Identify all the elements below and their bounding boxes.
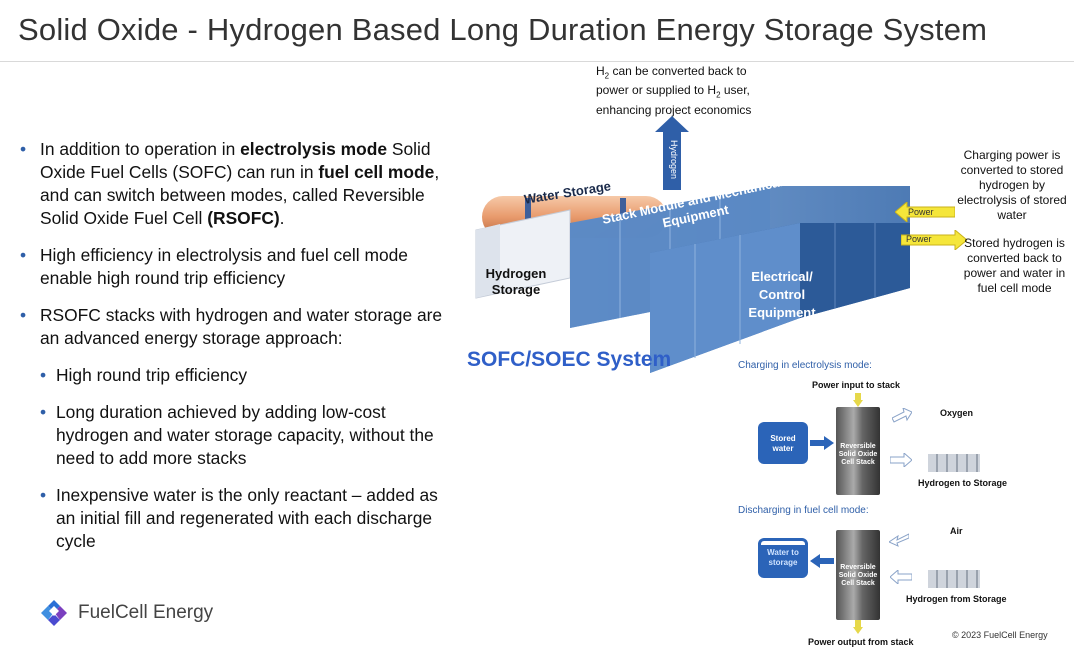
sub-bullet-1: High round trip efficiency	[20, 364, 460, 387]
power-arrow-right-icon	[901, 230, 967, 250]
air-label: Air	[950, 526, 963, 536]
bullet-1-text-b: Solid Oxide Fuel Cells (SOFC) can run in	[40, 139, 431, 182]
hydrogen-in-arrow-icon	[890, 570, 912, 584]
stored-water-box	[758, 422, 808, 464]
water-to-stack-arrow-icon	[810, 436, 834, 450]
water-fill	[759, 545, 807, 577]
stack-label-charging: Reversible Solid Oxide Cell Stack	[838, 443, 878, 466]
stack-image-charging	[836, 407, 880, 495]
bullet-3: RSOFC stacks with hydrogen and water sto…	[20, 304, 460, 350]
power-output-arrow-icon	[853, 620, 863, 634]
power-label-1: Power	[908, 207, 934, 217]
h2-tanks-charging	[928, 454, 980, 472]
bullet-1-text-d: .	[279, 208, 285, 228]
hydrogen-arrow-label: Hydrogen	[669, 140, 679, 180]
title-divider	[0, 61, 1074, 62]
logo-text: FuelCell Energy	[78, 602, 214, 623]
stack-image-discharging	[836, 530, 880, 620]
power-input-label: Power input to stack	[812, 380, 901, 390]
air-in-arrow-icon	[889, 533, 909, 547]
fuelcell-logo-icon	[41, 600, 67, 626]
hydrogen-up-arrow-icon	[655, 116, 689, 190]
discharging-title: Discharging in fuel cell mode:	[738, 505, 869, 516]
h2-tanks-discharging	[928, 570, 980, 588]
stored-water-label: Stored water	[770, 434, 796, 453]
h2-from-storage-label: Hydrogen from Storage	[906, 594, 1007, 604]
power-label-2: Power	[906, 234, 932, 244]
hydrogen-out-arrow-icon	[890, 453, 912, 467]
charging-title: Charging in electrolysis mode:	[738, 360, 872, 371]
h2-note: H2 can be converted back to power or sup…	[596, 64, 752, 117]
electrical-label: Electrical/ Control Equipment	[748, 269, 816, 320]
power-input-arrow-icon	[853, 393, 863, 407]
bullet-1-text-c: , and can switch between modes, called R…	[40, 162, 440, 228]
bullet-2: High efficiency in electrolysis and fuel…	[20, 244, 460, 290]
sub-bullet-2: Long duration achieved by adding low-cos…	[20, 401, 460, 470]
oxygen-label: Oxygen	[940, 408, 974, 418]
copyright: © 2023 FuelCell Energy	[952, 630, 1048, 640]
bullet-list: In addition to operation in electrolysis…	[20, 138, 460, 567]
sub-bullet-3: Inexpensive water is the only reactant –…	[20, 484, 460, 553]
bullet-1: In addition to operation in electrolysis…	[20, 138, 460, 230]
power-output-label: Power output from stack	[808, 637, 914, 647]
bullet-1-text-a: In addition to operation in	[40, 139, 241, 159]
fuelcell-logo: FuelCell Energy	[40, 598, 213, 628]
bullet-1-bold-a: electrolysis mode	[240, 139, 388, 159]
bullet-1-bold-c: (RSOFC)	[207, 208, 280, 228]
water-to-storage-label: Water to storage	[767, 548, 799, 567]
h2-to-storage-label: Hydrogen to Storage	[918, 478, 1008, 488]
stored-note: Stored hydrogen is converted back to pow…	[963, 236, 1066, 295]
charging-note: Charging power is converted to stored hy…	[957, 148, 1067, 222]
water-out-arrow-icon	[810, 554, 834, 568]
power-arrow-left-icon	[895, 202, 955, 222]
system-label: SOFC/SOEC System	[467, 348, 672, 371]
slide-title: Solid Oxide - Hydrogen Based Long Durati…	[18, 12, 988, 47]
system-illustration	[475, 186, 910, 373]
hydrogen-storage-label: Hydrogen Storage	[485, 266, 547, 297]
bullet-1-bold-b: fuel cell mode	[318, 162, 435, 182]
oxygen-arrow-icon	[892, 408, 912, 423]
stack-label-discharging: Reversible Solid Oxide Cell Stack	[838, 564, 878, 587]
